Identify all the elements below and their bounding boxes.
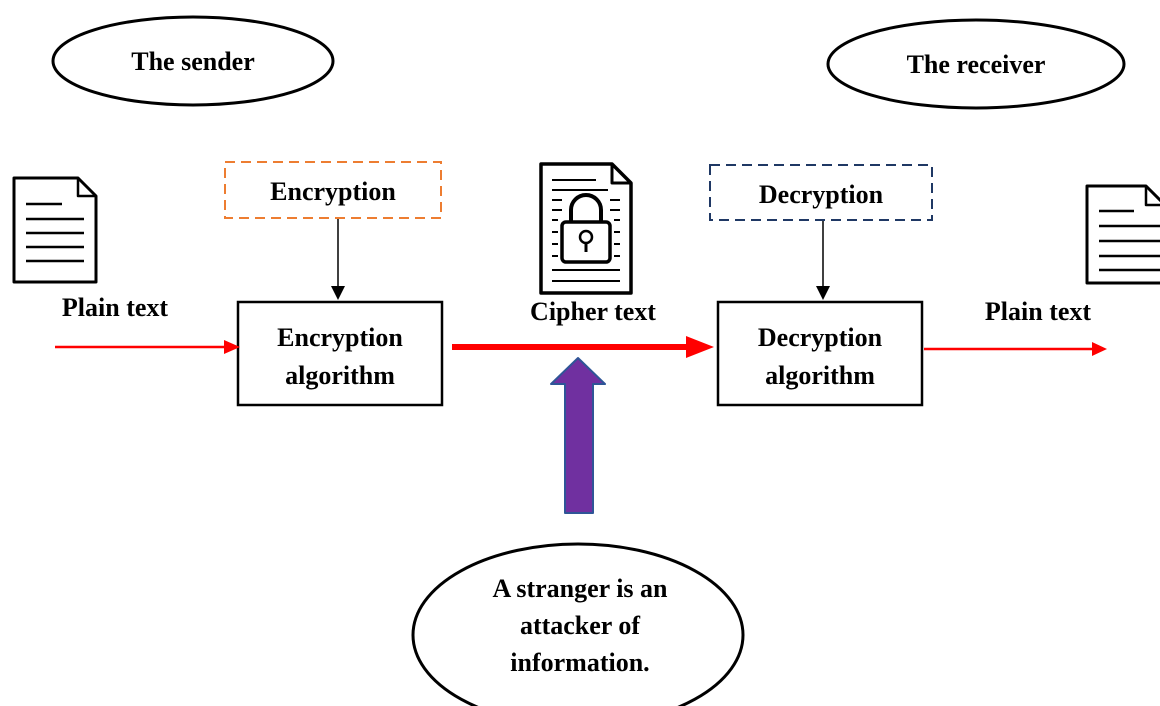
attacker-node: A stranger is an attacker of information… <box>411 542 745 706</box>
ciphertext-arrow <box>452 336 714 358</box>
attacker-arrow <box>550 357 606 514</box>
receiver-node: The receiver <box>826 18 1126 110</box>
decryption-key-label: Decryption <box>759 180 884 209</box>
sender-node: The sender <box>51 15 335 107</box>
plaintext-out-arrow <box>924 342 1107 356</box>
decryption-algorithm-line2: algorithm <box>765 361 875 390</box>
encryption-key-arrow <box>331 219 345 300</box>
decryption-algorithm-line1: Decryption <box>758 323 883 352</box>
attacker-line3: information. <box>510 648 649 677</box>
encryption-algorithm-line2: algorithm <box>285 361 395 390</box>
attacker-line2: attacker of <box>520 611 640 640</box>
locked-document-icon <box>539 162 633 295</box>
attacker-line1: A stranger is an <box>492 574 668 603</box>
document-icon <box>12 176 98 284</box>
encryption-key-box: Encryption <box>224 161 442 219</box>
document-icon <box>1085 184 1160 285</box>
plaintext-in-arrow <box>55 340 240 354</box>
encryption-algorithm-box: Encryption algorithm <box>236 300 444 407</box>
ciphertext-label: Cipher text <box>530 297 656 326</box>
encryption-algorithm-line1: Encryption <box>277 323 403 352</box>
plaintext-in-label: Plain text <box>62 293 168 322</box>
sender-label: The sender <box>131 47 255 76</box>
encryption-key-label: Encryption <box>270 177 396 206</box>
receiver-label: The receiver <box>907 50 1046 79</box>
plaintext-out-label: Plain text <box>985 297 1091 326</box>
decryption-key-box: Decryption <box>709 164 933 221</box>
decryption-algorithm-box: Decryption algorithm <box>716 300 924 407</box>
decryption-key-arrow <box>816 221 830 300</box>
